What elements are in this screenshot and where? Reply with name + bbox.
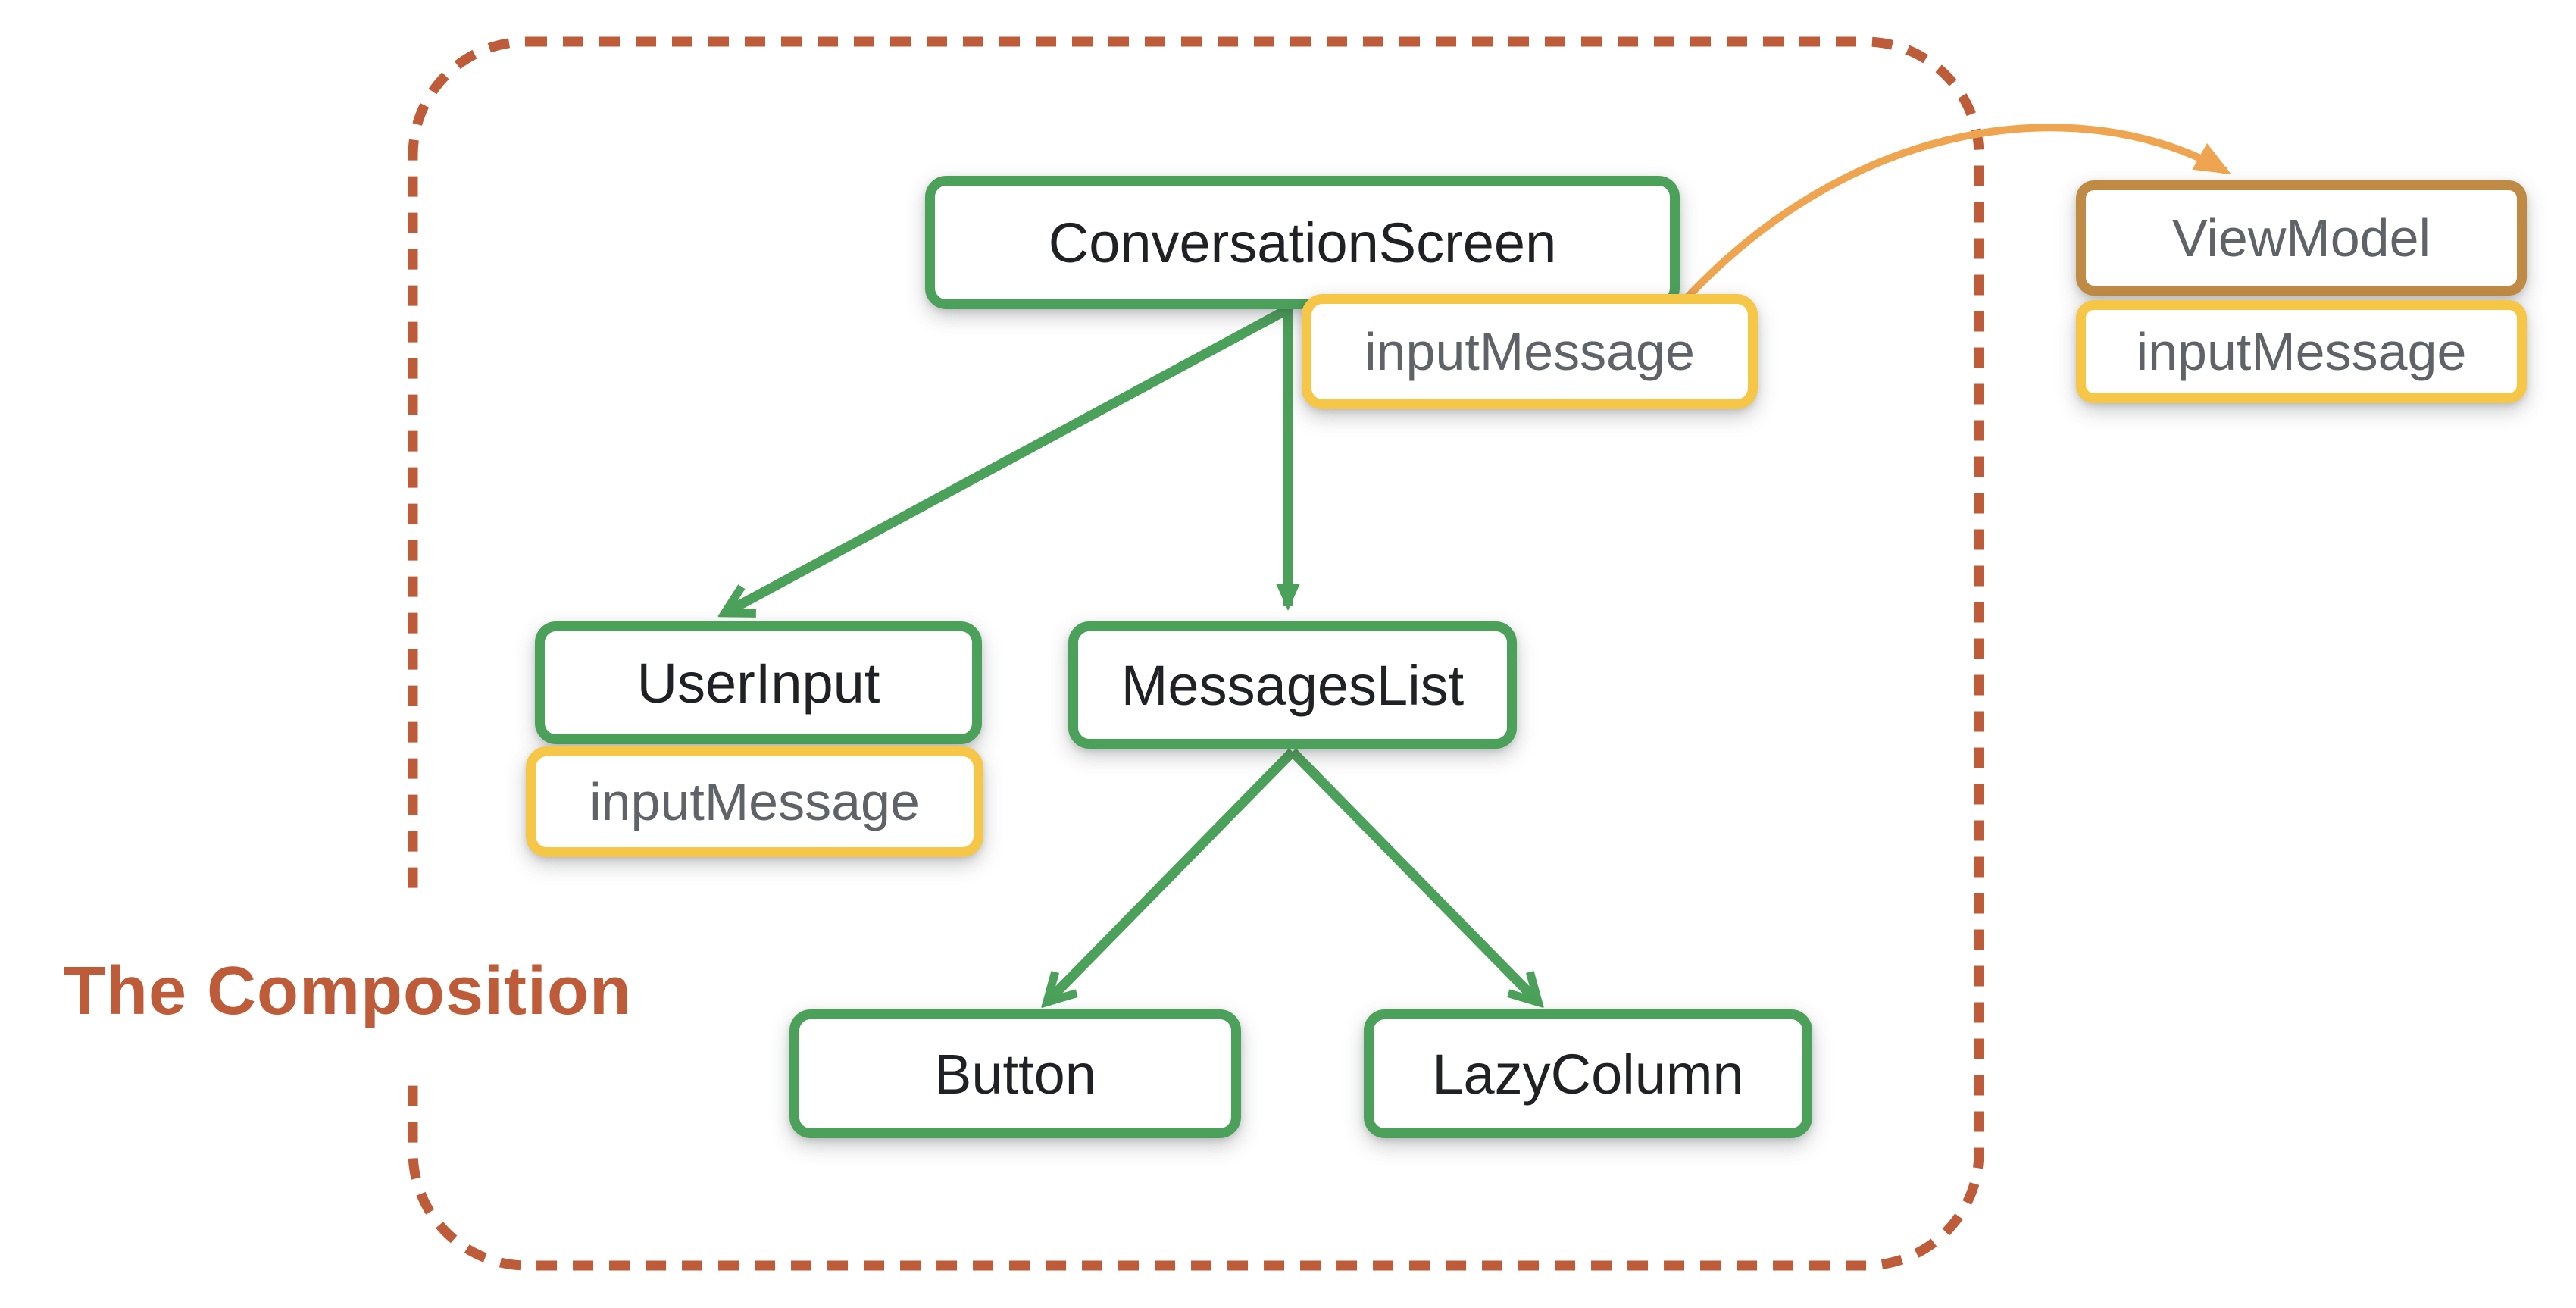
node-viewmodel: ViewModel [2076,180,2527,296]
edge-conversationscreen-viewmodel [1679,124,2231,306]
node-messageslist: MessagesList [1068,621,1517,749]
edge-conversationscreen-userinput [729,305,1291,611]
node-lazycolumn: LazyColumn [1364,1009,1812,1138]
node-viewmodel-inputmessage: inputMessage [2076,300,2527,403]
node-conversationscreen: ConversationScreen [925,176,1680,309]
edge-messageslist-button [1050,748,1296,999]
node-conversationscreen-inputmessage: inputMessage [1302,294,1758,409]
composition-boundary [408,36,1984,1271]
node-button: Button [789,1009,1241,1138]
composition-title: The Composition [53,898,642,1084]
node-userinput-inputmessage: inputMessage [526,746,983,857]
node-userinput: UserInput [535,621,982,744]
edge-messageslist-lazycolumn [1289,748,1535,999]
